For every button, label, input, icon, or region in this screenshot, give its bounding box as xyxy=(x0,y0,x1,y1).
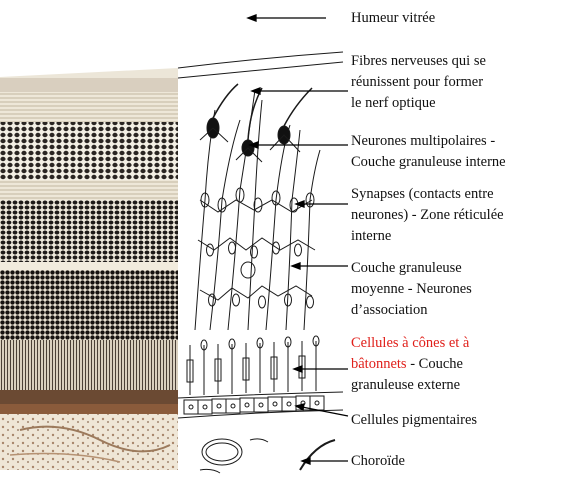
label-synapses-line-1: Synapses (contacts entre xyxy=(351,184,504,205)
label-humeur-text: Humeur vitrée xyxy=(351,8,435,29)
photoreceptor-drawing xyxy=(187,336,319,395)
label-cones-line-1: Cellules à cônes et à xyxy=(351,333,469,354)
label-fibres-line-3: le nerf optique xyxy=(351,93,486,114)
label-synapses-line-2: neurones) - Zone réticulée xyxy=(351,205,504,226)
label-moyenne-line-2: moyenne - Neurones xyxy=(351,279,472,300)
ganglion-neurons-drawing xyxy=(200,84,312,162)
label-couche-moyenne: Couche granuleuse moyenne - Neurones d’a… xyxy=(351,258,472,321)
label-cones-line-3: granuleuse externe xyxy=(351,375,469,396)
label-neurones-multipolaires: Neurones multipolaires - Couche granuleu… xyxy=(351,131,506,173)
label-fibres-line-2: réunissent pour former xyxy=(351,72,486,93)
label-neurones-line-2: Couche granuleuse interne xyxy=(351,152,506,173)
label-choroide-text: Choroïde xyxy=(351,451,405,472)
label-cellules-pigmentaires: Cellules pigmentaires xyxy=(351,410,477,431)
label-batonnets-highlight: bâtonnets xyxy=(351,356,407,372)
label-fibres-nerveuses: Fibres nerveuses qui se réunissent pour … xyxy=(351,51,486,114)
label-couche-text: - Couche xyxy=(407,356,463,372)
label-synapses: Synapses (contacts entre neurones) - Zon… xyxy=(351,184,504,247)
label-pigment-text: Cellules pigmentaires xyxy=(351,410,477,431)
choroid-drawing xyxy=(200,439,335,473)
label-moyenne-line-1: Couche granuleuse xyxy=(351,258,472,279)
label-choroide: Choroïde xyxy=(351,451,405,472)
label-moyenne-line-3: d’association xyxy=(351,300,472,321)
label-cones-batonnets: Cellules à cônes et à bâtonnets - Couche… xyxy=(351,333,469,396)
histology-photo xyxy=(0,68,178,470)
label-fibres-line-1: Fibres nerveuses qui se xyxy=(351,51,486,72)
label-humeur-vitree: Humeur vitrée xyxy=(351,8,435,29)
label-synapses-line-3: interne xyxy=(351,226,504,247)
label-cones-line-2: bâtonnets - Couche xyxy=(351,354,469,375)
label-neurones-line-1: Neurones multipolaires - xyxy=(351,131,506,152)
